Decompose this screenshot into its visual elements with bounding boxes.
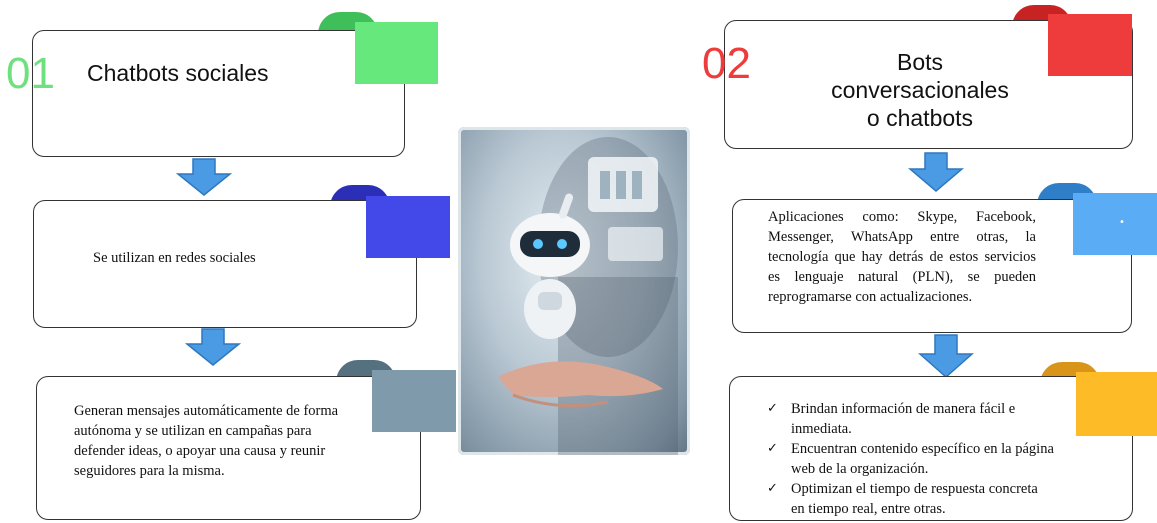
blue-tab-front bbox=[366, 196, 450, 258]
title-bots-conversacionales: Bots conversacionales o chatbots bbox=[800, 48, 1040, 132]
box-redes-sociales bbox=[33, 200, 417, 328]
down-arrow-icon bbox=[918, 334, 974, 378]
text-aplicaciones: Aplicaciones como: Skype, Facebook, Mess… bbox=[768, 209, 1036, 305]
check-item: Brindan información de manera fácil e in… bbox=[765, 399, 1055, 439]
text-generan-mensajes: Generan mensajes automáticamente de form… bbox=[74, 403, 339, 479]
box-generan-mensajes bbox=[36, 376, 421, 520]
number-01: 01 bbox=[6, 49, 55, 98]
check-item: Encuentran contenido específico en la pá… bbox=[765, 439, 1055, 479]
gray-tab-front bbox=[372, 370, 456, 432]
box-chatbots-sociales bbox=[32, 30, 405, 157]
yellow-tab-front bbox=[1076, 372, 1157, 436]
down-arrow-icon bbox=[185, 328, 241, 366]
number-02: 02 bbox=[702, 39, 751, 88]
robot-illustration bbox=[498, 137, 678, 455]
box-aplicaciones bbox=[732, 199, 1132, 333]
down-arrow-icon bbox=[908, 152, 964, 192]
title-line-2: conversacionales bbox=[831, 77, 1009, 103]
benefits-checklist: Brindan información de manera fácil e in… bbox=[765, 399, 1055, 519]
tab-dot-mark: • bbox=[1119, 217, 1125, 228]
title-line-3: o chatbots bbox=[866, 105, 974, 131]
title-line-1: Bots bbox=[896, 49, 944, 75]
text-redes-sociales: Se utilizan en redes sociales bbox=[93, 250, 256, 266]
title-chatbots-sociales: Chatbots sociales bbox=[87, 60, 269, 86]
red-tab-front bbox=[1048, 14, 1132, 76]
robot-hand-photo bbox=[458, 127, 690, 455]
green-tab-front bbox=[355, 22, 437, 84]
down-arrow-icon bbox=[176, 158, 232, 196]
check-item: Optimizan el tiempo de respuesta concret… bbox=[765, 479, 1055, 519]
lightblue-tab-front: • bbox=[1073, 193, 1157, 255]
